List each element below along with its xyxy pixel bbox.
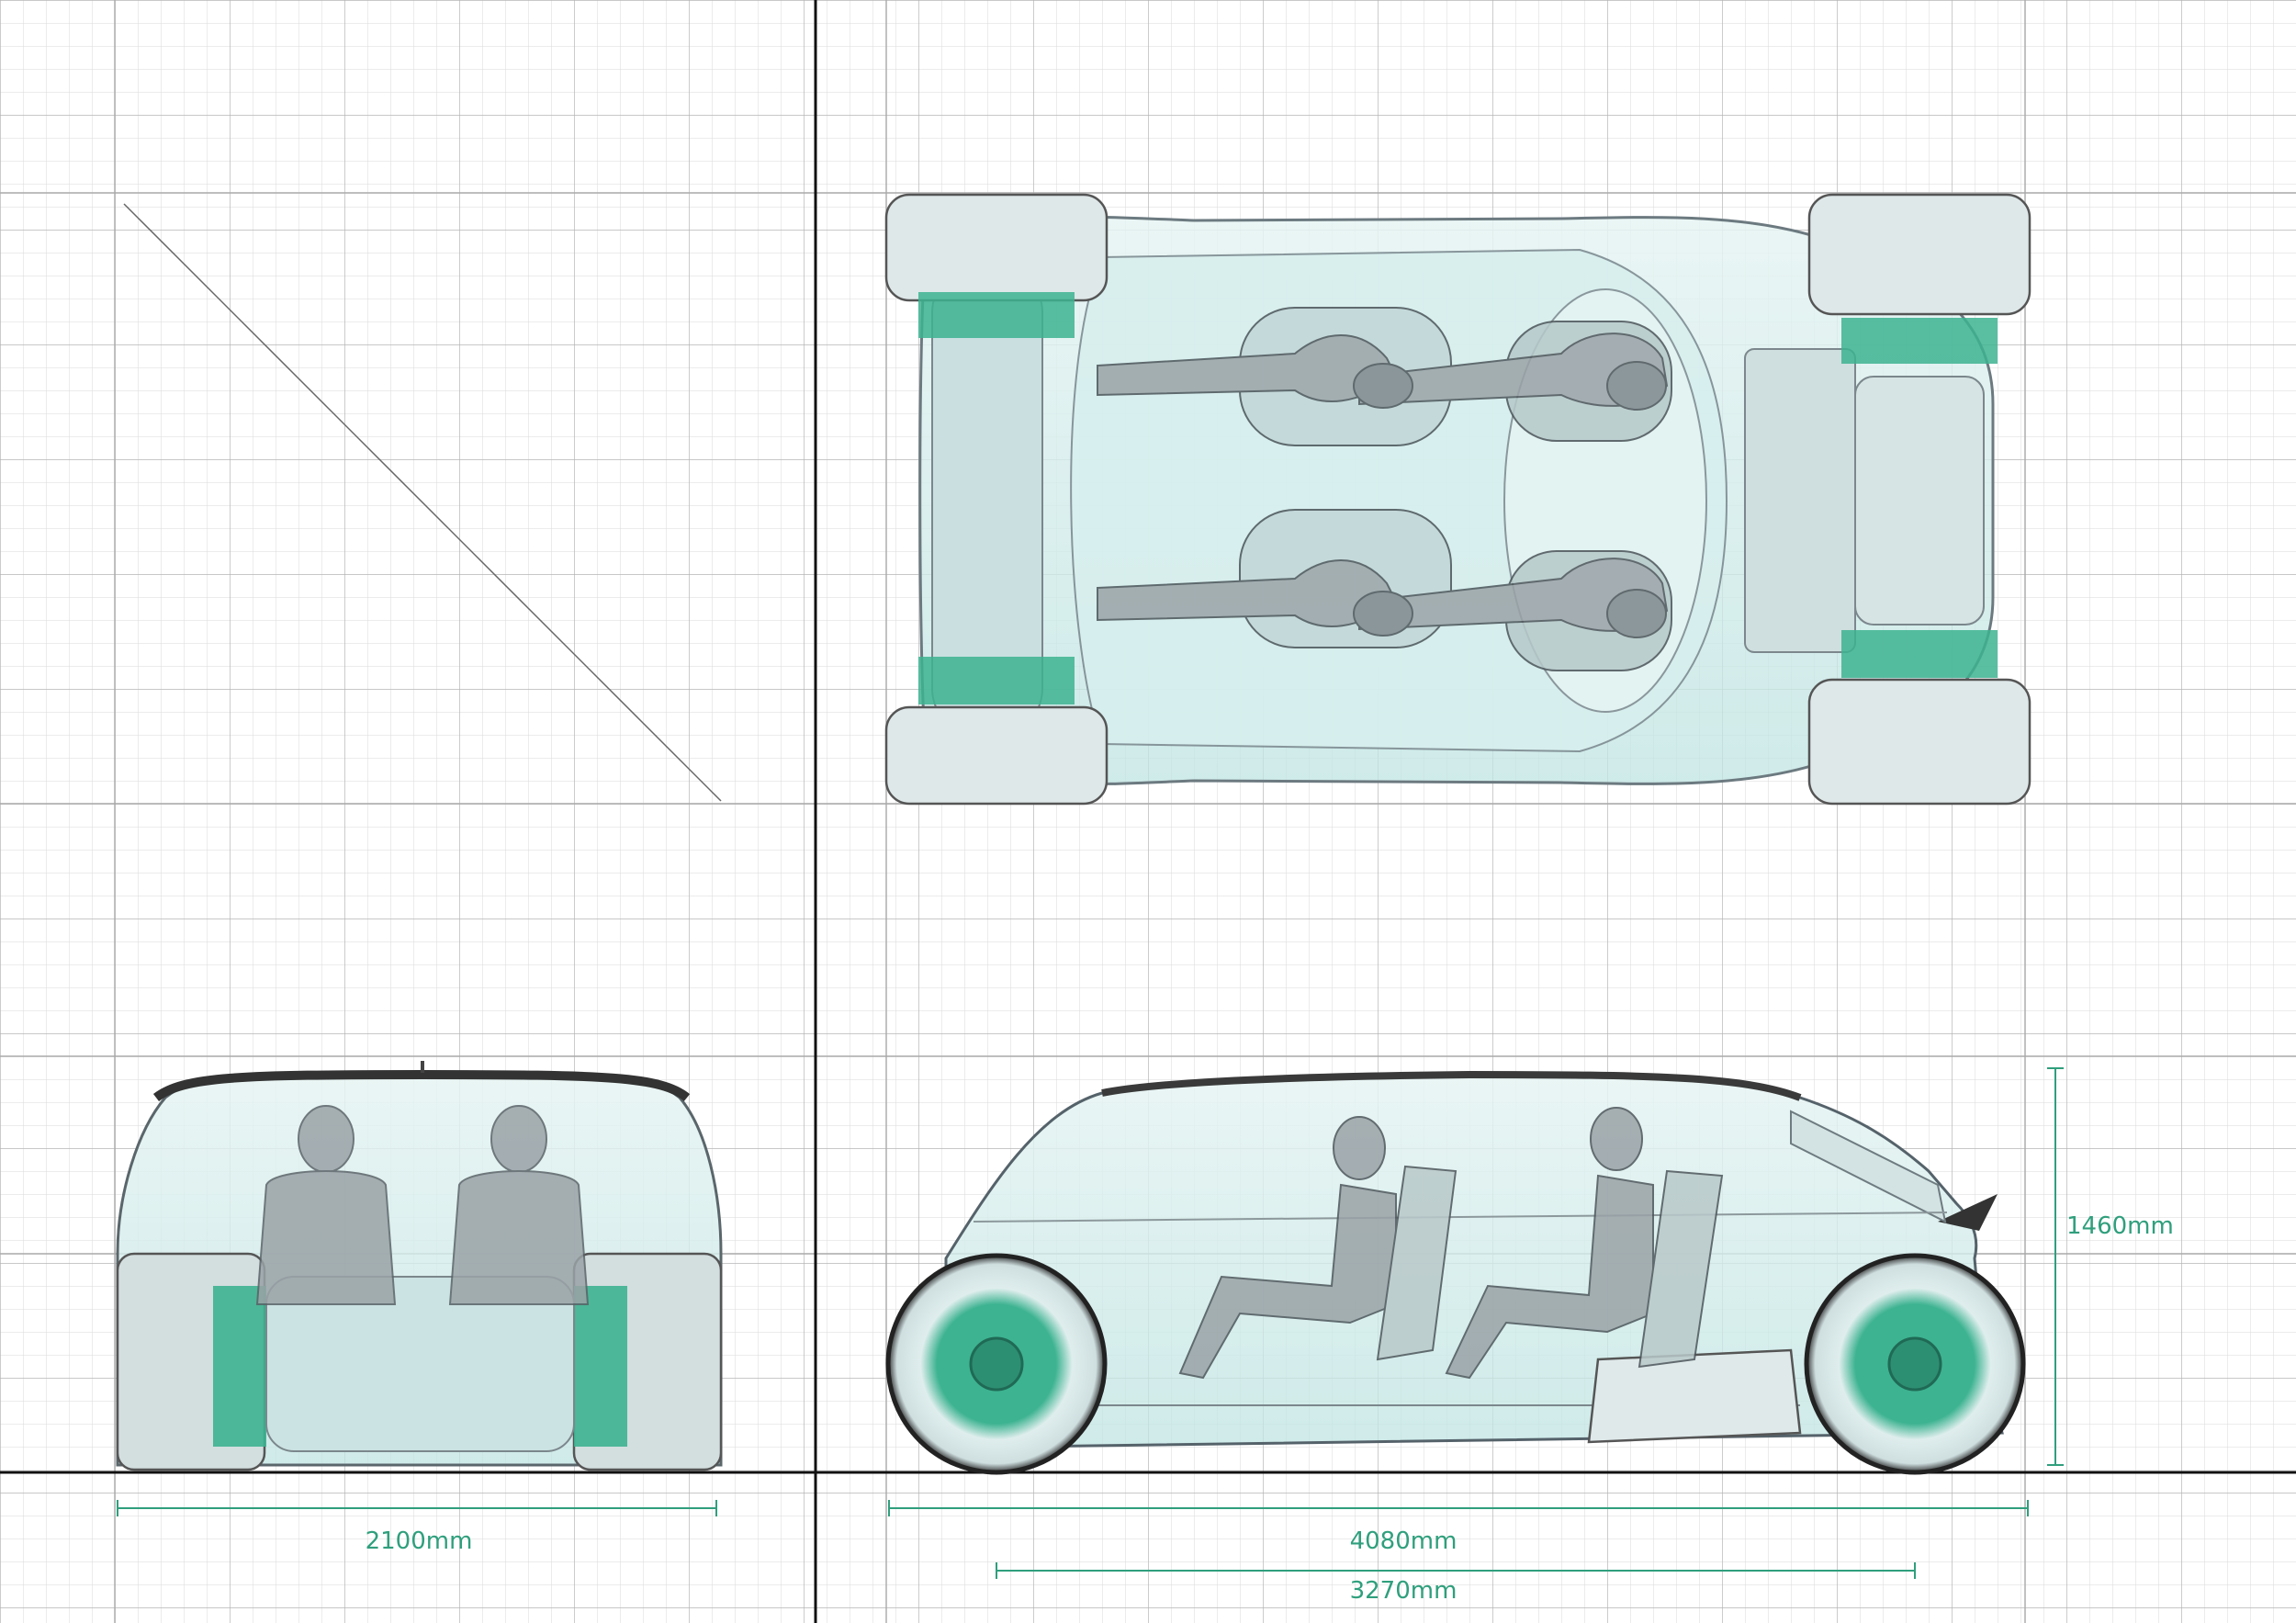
height-dimension-label: 1460mm: [2066, 1212, 2174, 1240]
diagonal-construction-line: [123, 203, 722, 802]
dimension-lines: [117, 1067, 2064, 1579]
length-dimension-label: 4080mm: [1350, 1527, 1458, 1555]
front-view: [116, 1061, 723, 1471]
top-view: [884, 193, 2032, 806]
side-view: [885, 1070, 2026, 1475]
width-dimension-label: 2100mm: [366, 1527, 473, 1555]
front-view-occupants: [255, 1105, 590, 1305]
top-view-wheels: [884, 193, 2032, 806]
wheelbase-dimension-label: 3270mm: [1350, 1577, 1458, 1605]
side-view-occupants: [1178, 1107, 1724, 1380]
top-view-occupants: [1097, 307, 1672, 671]
side-view-wheels: [885, 1253, 2026, 1475]
